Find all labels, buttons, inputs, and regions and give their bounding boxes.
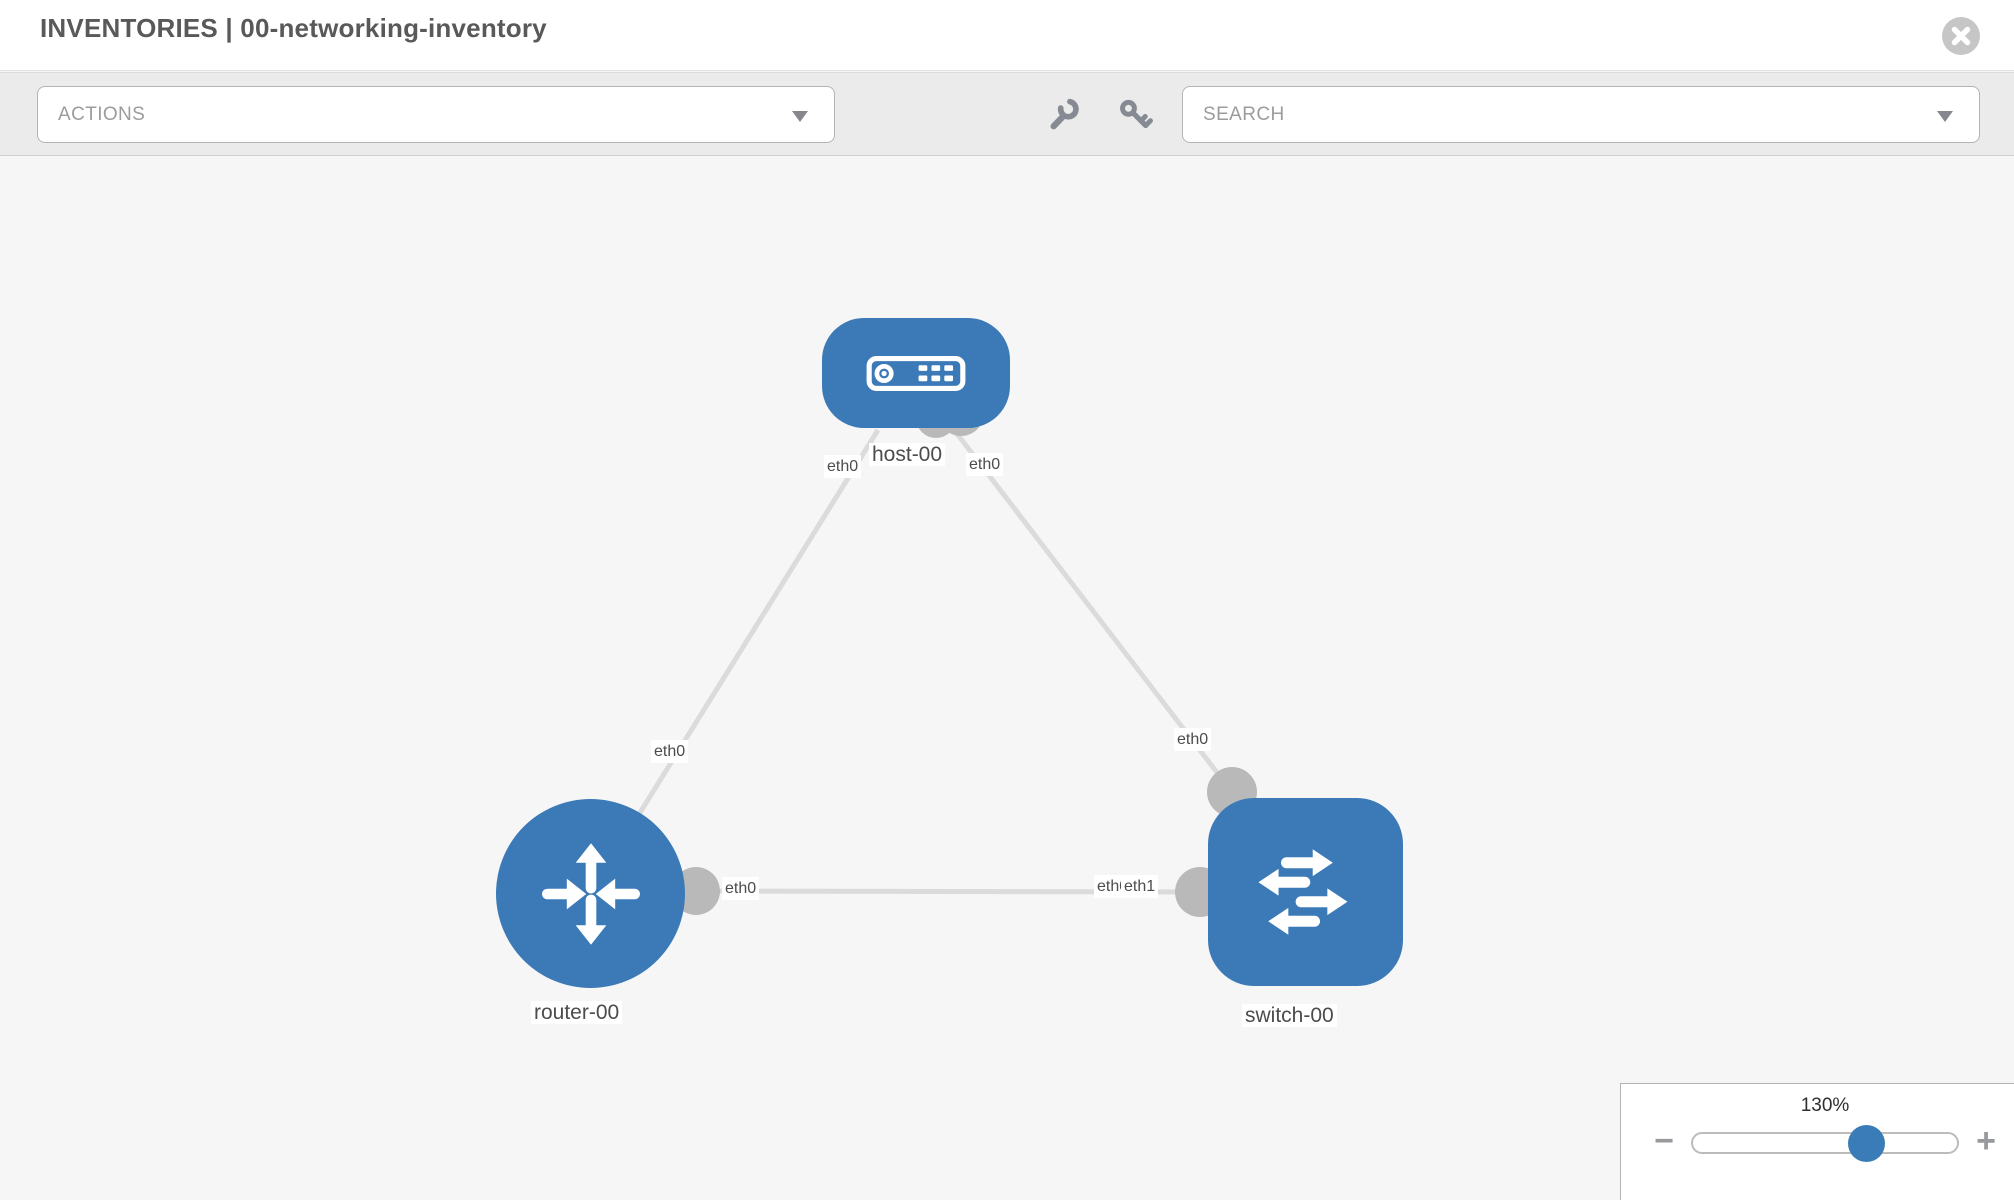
chevron-down-icon [792, 111, 808, 122]
search-dropdown-label: SEARCH [1203, 103, 1285, 125]
router-icon [541, 842, 640, 945]
actions-dropdown-label: ACTIONS [58, 103, 146, 125]
zoom-slider-thumb[interactable] [1848, 1125, 1885, 1162]
actions-dropdown[interactable]: ACTIONS [37, 86, 835, 143]
wrench-icon[interactable] [1046, 97, 1082, 133]
zoom-in-button[interactable]: + [1976, 1122, 1996, 1160]
iface-label-switch-left-eth0: eth0 [1094, 875, 1121, 898]
close-icon [1942, 17, 1980, 55]
iface-label-switch-left-eth0-text: eth0 [1097, 878, 1121, 895]
header: INVENTORIES | 00-networking-inventory [0, 0, 2014, 71]
toolbar: ACTIONS SEARCH [0, 72, 2014, 156]
node-host-00[interactable] [822, 318, 1010, 428]
chevron-down-icon [1937, 111, 1953, 122]
zoom-slider-track[interactable] [1691, 1125, 1959, 1162]
node-label-router-00: router-00 [531, 1001, 623, 1024]
iface-label-host-left: eth0 [824, 455, 862, 478]
topology-canvas[interactable]: host-00 router-00 switch-00 eth0 eth0 et… [0, 156, 2014, 1200]
iface-label-switch-left-eth1: eth1 [1121, 875, 1159, 898]
node-label-switch-00: switch-00 [1242, 1004, 1337, 1027]
zoom-level: 130% [1800, 1095, 1850, 1116]
host-icon [866, 355, 966, 391]
iface-label-host-switch-link: eth0 [1174, 728, 1212, 751]
zoom-out-button[interactable]: − [1654, 1122, 1674, 1160]
iface-label-router-right: eth0 [722, 877, 760, 900]
node-router-00[interactable] [496, 799, 685, 988]
search-dropdown[interactable]: SEARCH [1182, 86, 1980, 143]
switch-icon [1257, 849, 1347, 935]
node-label-host-00: host-00 [869, 443, 946, 466]
iface-label-host-right: eth0 [966, 453, 1004, 476]
close-button[interactable] [1942, 17, 1980, 55]
key-icon[interactable] [1116, 97, 1154, 135]
topology-links-layer [587, 390, 1257, 917]
iface-label-router-host-link: eth0 [651, 740, 689, 763]
page-title: INVENTORIES | 00-networking-inventory [40, 13, 547, 43]
node-switch-00[interactable] [1208, 798, 1403, 986]
zoom-panel: 130% − + [1620, 1083, 2014, 1200]
